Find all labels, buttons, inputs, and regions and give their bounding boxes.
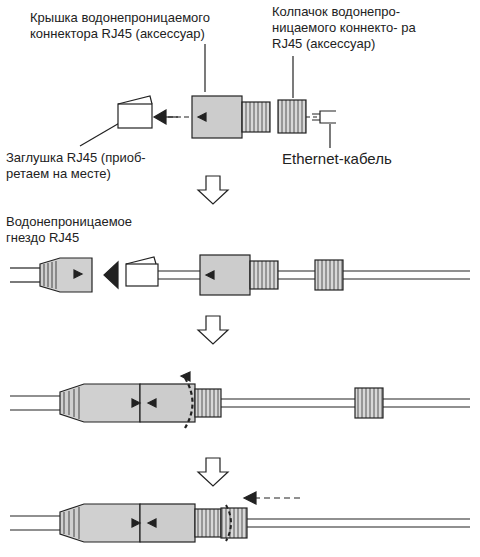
socket-label: Водонепроницаемое гнездо RJ45 <box>6 214 141 246</box>
cover-label: Крышка водонепроницаемого коннектора RJ4… <box>30 10 220 42</box>
cap-label: Колпачок водонепро- ницаемого коннекто- … <box>272 4 422 52</box>
cable-label: Ethernet-кабель <box>282 151 442 167</box>
plug-label: Заглушка RJ45 (приоб- ретаем на месте) <box>6 150 156 182</box>
